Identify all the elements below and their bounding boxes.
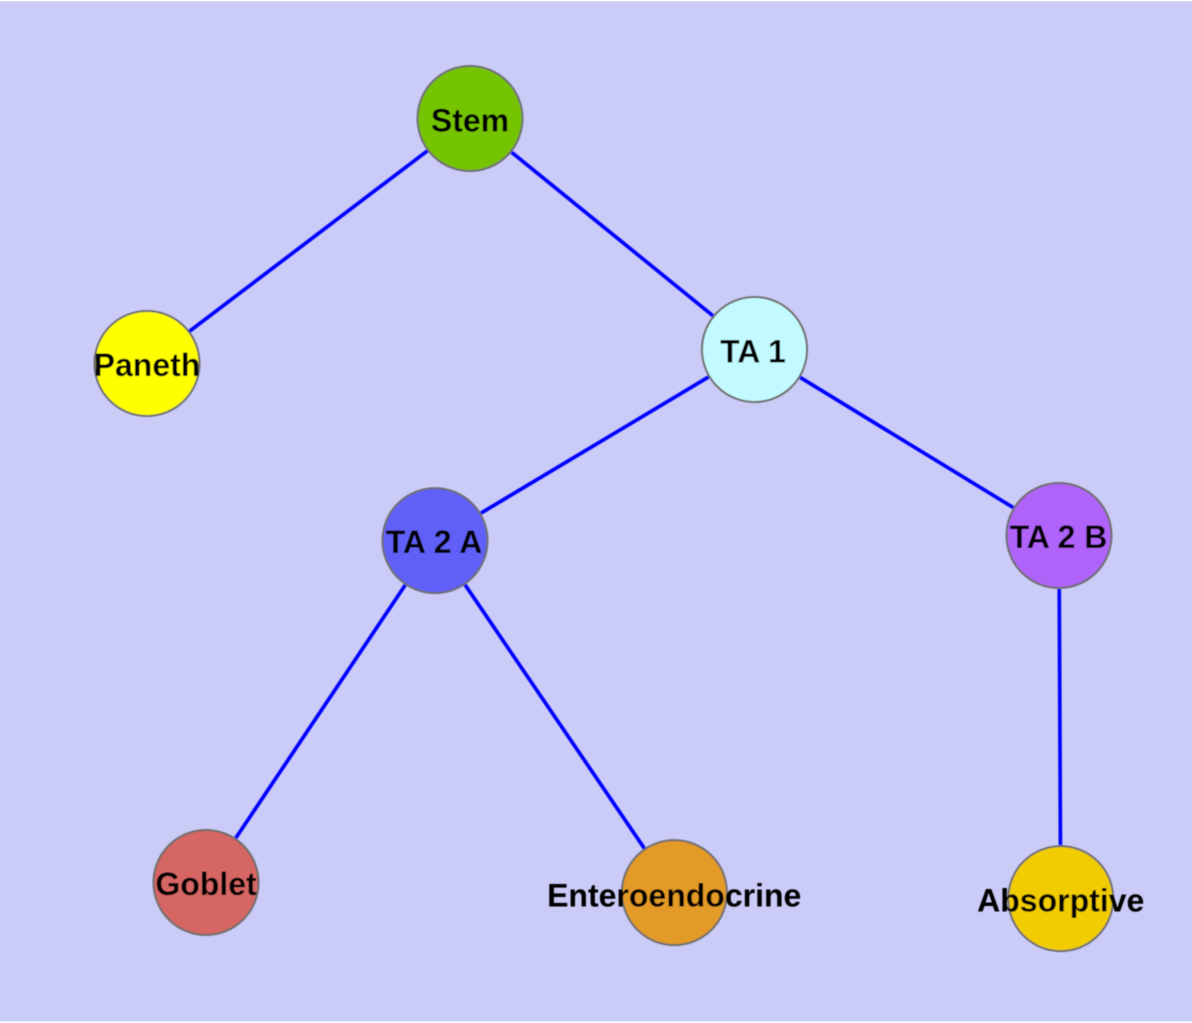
svg-text:TA 2 A: TA 2 A	[386, 524, 483, 560]
svg-text:TA 1: TA 1	[720, 334, 786, 370]
svg-text:Paneth: Paneth	[94, 347, 201, 383]
svg-text:TA 2 B: TA 2 B	[1010, 519, 1108, 555]
svg-text:Goblet: Goblet	[155, 866, 257, 902]
svg-text:Stem: Stem	[431, 103, 509, 139]
svg-text:Enteroendocrine: Enteroendocrine	[547, 878, 801, 914]
svg-text:Absorptive: Absorptive	[977, 883, 1144, 919]
